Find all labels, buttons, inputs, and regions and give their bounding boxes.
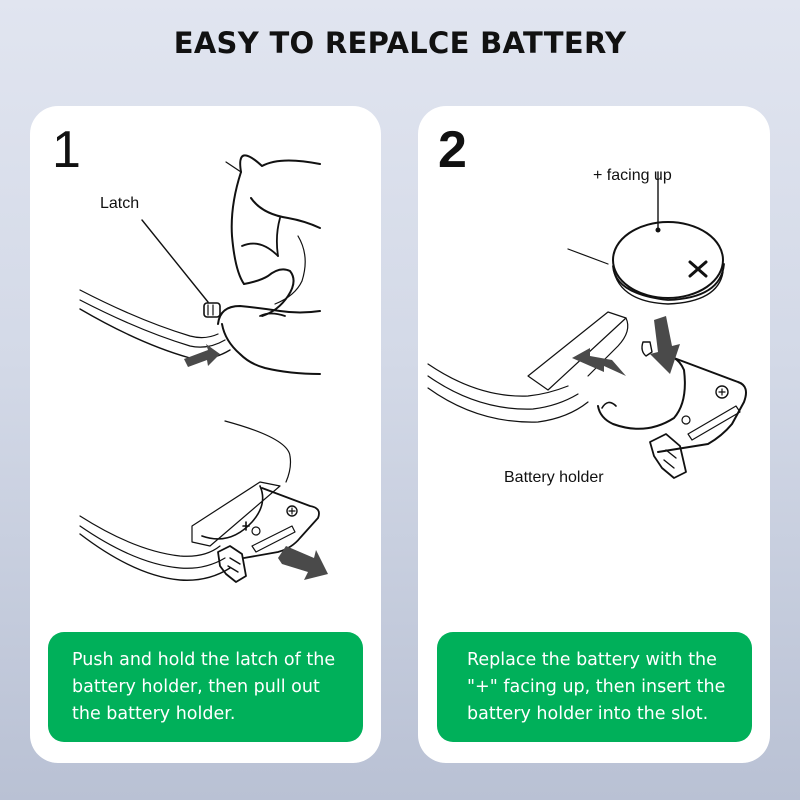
down-arrow-icon [650,316,680,374]
step-2-caption: Replace the battery with the "+" facing … [437,632,752,742]
push-arrow-icon [184,344,220,367]
step-2-number: 2 [438,121,467,179]
caption-line: Push and hold the latch of the [72,650,336,670]
caption-line: Replace the battery with the [467,650,717,670]
page-title: EASY TO REPALCE BATTERY [173,26,627,60]
step-1-card: 1 [30,106,381,763]
step-1-number: 1 [52,121,81,179]
caption-line: the battery holder. [72,704,236,724]
pull-arrow-icon [278,546,328,580]
step-2-card: 2 [418,106,770,763]
step-1-illustration: Latch [79,154,328,583]
battery-holder-label: Battery holder [504,469,604,486]
insert-arrow-icon [572,348,626,376]
step-1-caption: Push and hold the latch of the battery h… [48,632,363,742]
step-2-illustration: + facing up Battery holder [427,167,747,486]
caption-line: battery holder into the slot. [467,704,709,724]
caption-line: "+" facing up, then insert the [467,677,726,697]
facing-up-label: + facing up [593,167,672,184]
latch-label: Latch [100,195,139,212]
caption-line: battery holder, then pull out [72,677,320,697]
